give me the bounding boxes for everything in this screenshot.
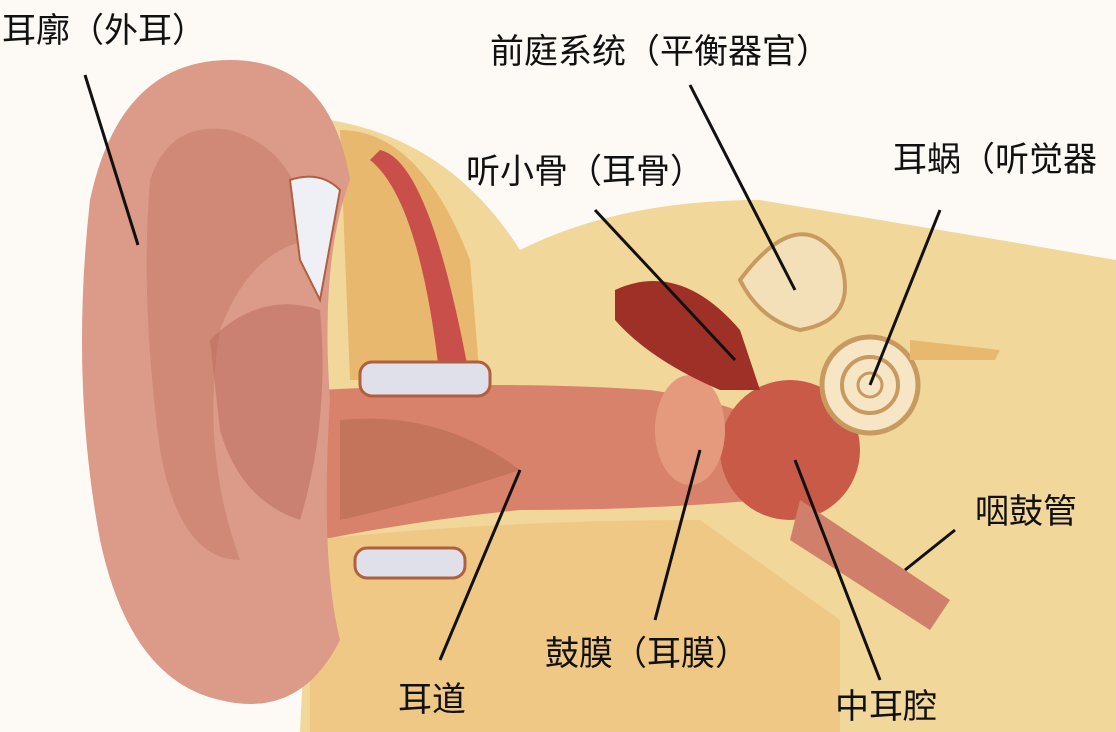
ear-canal-hair — [340, 418, 520, 520]
cartilage-lower — [353, 546, 467, 580]
middle-ear-cavity — [720, 380, 860, 520]
label-ear-canal: 耳道 — [398, 680, 466, 720]
eardrum-shape — [655, 375, 725, 485]
cochlea-spiral — [840, 355, 900, 415]
label-middle-ear: 中耳腔 — [835, 687, 937, 727]
ossicles-shape — [615, 281, 760, 390]
label-auricle: 耳廓（外耳） — [2, 11, 206, 51]
ear-canal-shape — [320, 385, 760, 540]
auricle-fold — [146, 128, 310, 561]
label-eustachian: 咽鼓管 — [975, 492, 1077, 532]
concha — [210, 304, 323, 520]
cartilage-upper — [358, 360, 492, 398]
leader-vestibular — [688, 84, 797, 291]
leader-auricle — [83, 74, 140, 246]
upper-cartilage — [288, 175, 342, 304]
leader-ossicles — [593, 208, 737, 362]
skin-layer — [370, 150, 470, 380]
leader-middle-ear — [793, 459, 882, 681]
label-cochlea: 耳蜗（听觉器 — [893, 140, 1097, 180]
label-eardrum: 鼓膜（耳膜） — [545, 634, 749, 674]
eustachian-tube-shape — [790, 500, 950, 630]
cochlea-spiral-inner — [856, 371, 884, 399]
label-ossicles: 听小骨（耳骨） — [466, 152, 704, 192]
leader-ear-canal — [438, 469, 522, 661]
nerve — [910, 340, 1000, 360]
leader-cochlea — [868, 209, 942, 386]
label-vestibular: 前庭系统（平衡器官） — [490, 32, 830, 72]
leader-eustachian — [904, 528, 956, 572]
leader-eardrum — [653, 449, 702, 621]
